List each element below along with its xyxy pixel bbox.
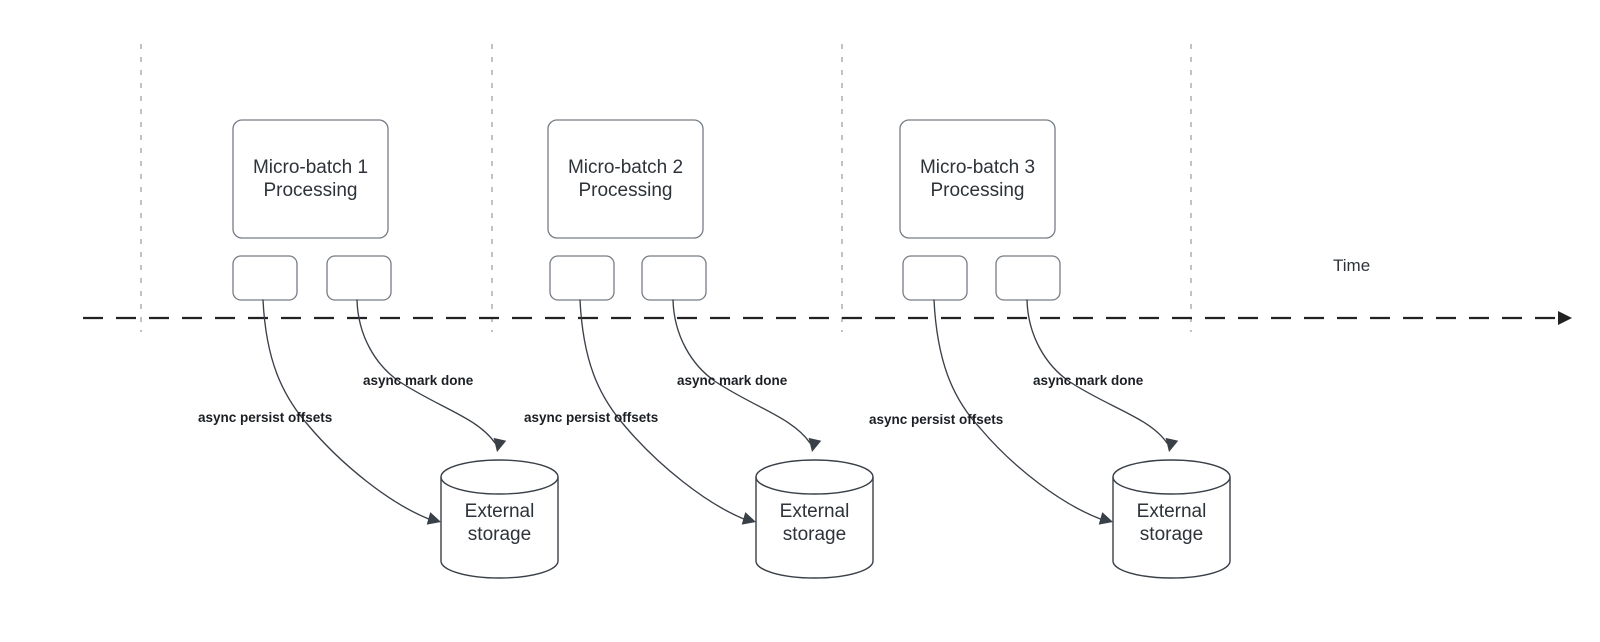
edge-async-persist-offsets-2-label: async persist offsets: [524, 410, 659, 425]
task-box-3b[interactable]: [995, 255, 1061, 301]
external-storage-2[interactable]: [755, 459, 874, 579]
time-axis-arrowhead: [1558, 311, 1572, 325]
time-axis-group: [83, 311, 1572, 325]
external-storage-2-top-cap: [755, 476, 874, 495]
task-box-2a[interactable]: [549, 255, 615, 301]
task-box-2b[interactable]: [641, 255, 707, 301]
task-box-1a[interactable]: [232, 255, 298, 301]
edge-async-persist-offsets-1: [262, 299, 435, 522]
time-separators: [140, 44, 1192, 332]
external-storage-3[interactable]: [1112, 459, 1231, 579]
micro-batch-1-processing-hit[interactable]: [233, 120, 388, 238]
edge-async-mark-done-3-arrowhead: [1165, 437, 1179, 452]
diagram-nodes: [232, 119, 1231, 579]
edge-async-persist-offsets-1-arrowhead: [426, 512, 441, 525]
edge-async-mark-done-2: [672, 299, 811, 444]
micro-batch-2-processing-hit[interactable]: [548, 120, 703, 238]
edge-async-mark-done-1-label: async mark done: [363, 373, 474, 388]
micro-batch-3-processing-hit[interactable]: [900, 120, 1055, 238]
external-storage-1-top-cap: [440, 476, 559, 495]
external-storage-1[interactable]: [440, 459, 559, 579]
task-box-3b-hit[interactable]: [996, 256, 1060, 300]
task-box-3a-hit[interactable]: [903, 256, 967, 300]
edge-async-persist-offsets-3-label: async persist offsets: [869, 412, 1004, 427]
external-storage-1-hit[interactable]: [441, 460, 558, 578]
edge-async-mark-done-3: [1026, 299, 1168, 444]
task-box-1a-hit[interactable]: [233, 256, 297, 300]
external-storage-3-hit[interactable]: [1113, 460, 1230, 578]
time-axis-label: Time: [1333, 256, 1371, 275]
micro-batch-3-processing[interactable]: [899, 119, 1056, 239]
edge-async-persist-offsets-3-arrowhead: [1098, 512, 1113, 525]
task-box-2a-hit[interactable]: [550, 256, 614, 300]
edge-async-mark-done-1: [356, 299, 496, 444]
external-storage-2-hit[interactable]: [756, 460, 873, 578]
edge-async-mark-done-3-label: async mark done: [1033, 373, 1144, 388]
diagram-edges: [262, 299, 1179, 525]
micro-batch-1-processing[interactable]: [232, 119, 389, 239]
task-box-2b-hit[interactable]: [642, 256, 706, 300]
edge-async-mark-done-1-arrowhead: [493, 437, 507, 452]
edge-async-mark-done-2-arrowhead: [808, 437, 822, 452]
external-storage-3-top-cap: [1112, 476, 1231, 495]
edge-async-persist-offsets-2-arrowhead: [741, 512, 756, 525]
edge-async-persist-offsets-3: [933, 299, 1107, 522]
task-box-1b[interactable]: [326, 255, 392, 301]
edge-async-mark-done-2-label: async mark done: [677, 373, 788, 388]
edge-async-persist-offsets-1-label: async persist offsets: [198, 410, 333, 425]
edge-async-persist-offsets-2: [579, 299, 750, 522]
task-box-3a[interactable]: [902, 255, 968, 301]
task-box-1b-hit[interactable]: [327, 256, 391, 300]
micro-batch-2-processing[interactable]: [547, 119, 704, 239]
